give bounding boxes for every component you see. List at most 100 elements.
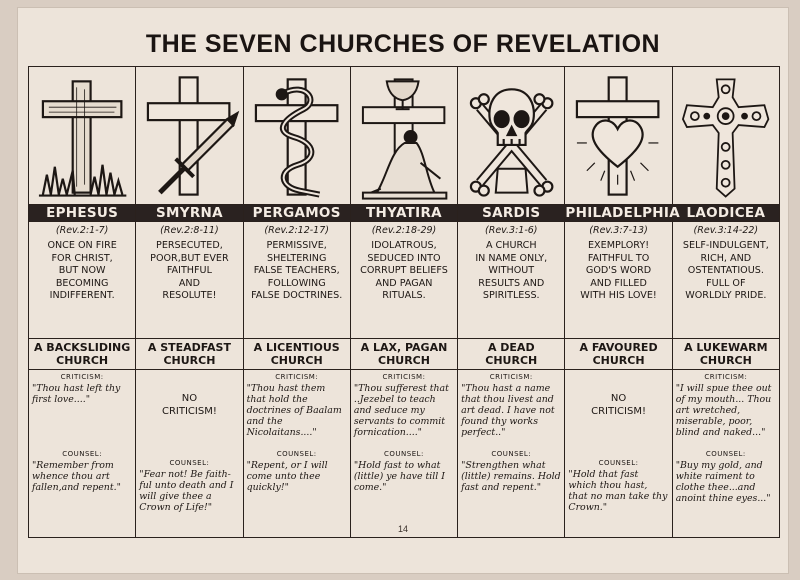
desc-line: AND FILLED: [590, 277, 647, 289]
criticism-heading: CRITICISM:: [489, 373, 533, 381]
counsel-text: "Buy my gold, and white raiment to cloth…: [675, 460, 771, 504]
criticism-counsel-row: CRITICISM: "Thou hast left thy first lov…: [27, 369, 781, 538]
cross-with-chalice-and-woman-icon: [361, 78, 448, 200]
desc-cell: (Rev.3:1-6) A CHURCH IN NAME ONLY, WITHO…: [457, 221, 566, 339]
skull-and-crossbones-icon: [469, 88, 554, 197]
desc-line: SEDUCED INTO: [367, 252, 441, 264]
scripture-ref: (Rev.2:18-29): [371, 225, 437, 236]
desc-cell: (Rev.3:14-22) SELF-INDULGENT, RICH, AND …: [671, 221, 781, 339]
desc-line: AND: [178, 277, 200, 289]
scripture-ref: (Rev.2:12-17): [264, 225, 329, 236]
desc-line: PERMISSIVE,: [266, 240, 327, 251]
criticism-counsel-cell: CRITICISM: "Thou hast left thy first lov…: [27, 369, 137, 538]
desc-line: BUT NOW: [58, 265, 106, 276]
description-row: (Rev.2:1-7) ONCE ON FIRE FOR CHRIST, BUT…: [27, 221, 781, 339]
desc-line: FALSE TEACHERS,: [253, 265, 340, 276]
label-line: A STEADFAST: [147, 341, 231, 354]
church-name-smyrna: SMYRNA: [135, 204, 244, 222]
criticism-counsel-cell: CRITICISM: "Thou sufferest that ..Jezebe…: [349, 369, 459, 538]
desc-line: ONCE ON FIRE: [47, 240, 117, 251]
label-line: CHURCH: [592, 354, 645, 367]
no-criticism-line: NO: [181, 393, 198, 404]
desc-line: OSTENTATIOUS.: [687, 265, 764, 276]
scripture-ref: (Rev.2:8-11): [160, 225, 219, 236]
desc-cell: (Rev.3:7-13) EXEMPLORY! FAITHFUL TO GOD'…: [564, 221, 673, 339]
no-criticism-line: CRITICISM!: [591, 406, 646, 417]
desc-line: FULL OF: [706, 277, 746, 289]
desc-line: INDIFFERENT.: [49, 290, 115, 301]
counsel-text: "Strengthen what (little) remains. Hold …: [461, 460, 561, 493]
church-name-sardis: SARDIS: [457, 204, 566, 222]
desc-line: FOLLOWING: [267, 277, 326, 289]
criticism-heading: CRITICISM:: [60, 373, 104, 381]
criticism-heading: CRITICISM:: [382, 373, 426, 381]
page-title: THE SEVEN CHURCHES OF REVELATION: [145, 30, 661, 58]
desc-line: GOD'S WORD: [585, 265, 652, 276]
cross-with-heart-icon: [576, 76, 660, 196]
desc-line: FAITHFUL: [166, 265, 212, 276]
desc-line: WITHOUT: [488, 265, 535, 276]
desc-line: RESULTS AND: [478, 277, 545, 289]
counsel-heading: COUNSEL:: [705, 450, 746, 458]
no-criticism: NO CRITICISM!: [568, 372, 668, 458]
criticism-text: "Thou sufferest that ..Jezebel to teach …: [353, 383, 449, 438]
criticism-text: "Thou hast a name that thou livest and a…: [461, 383, 555, 438]
scripture-ref: (Rev.3:14-22): [693, 225, 759, 236]
desc-line: CORRUPT BELIEFS: [360, 265, 448, 276]
counsel-text: "Remember from whence thou art fallen,an…: [32, 460, 121, 493]
scripture-ref: (Rev.3:1-6): [485, 225, 538, 236]
counsel-heading: COUNSEL:: [276, 450, 317, 458]
scripture-ref: (Rev.3:7-13): [589, 225, 648, 236]
no-criticism-line: NO: [610, 393, 627, 404]
criticism-heading: CRITICISM:: [275, 373, 319, 381]
counsel-text: "Fear not! Be faith-ful unto death and I…: [139, 469, 234, 513]
criticism-heading: CRITICISM:: [704, 373, 748, 381]
icon-cell-sardis: [457, 66, 566, 205]
desc-cell: (Rev.2:12-17) PERMISSIVE, SHELTERING FAL…: [242, 221, 351, 339]
desc-line: FAITHFUL TO: [587, 252, 650, 264]
desc-line: SHELTERING: [266, 252, 327, 264]
label-line: CHURCH: [378, 354, 430, 367]
desc-line: BECOMING: [55, 277, 109, 289]
desc-line: IDOLATROUS,: [371, 240, 437, 251]
no-criticism: NO CRITICISM!: [139, 372, 239, 458]
church-name-laodicea: LAODICEA: [671, 204, 781, 222]
label-line: CHURCH: [56, 354, 109, 367]
desc-line: POOR,BUT EVER: [150, 252, 229, 264]
label-line: A LUKEWARM: [684, 341, 768, 354]
desc-cell: (Rev.2:8-11) PERSECUTED, POOR,BUT EVER F…: [135, 221, 244, 339]
icon-cell-philadelphia: [564, 66, 673, 205]
desc-line: FOR CHRIST,: [51, 252, 113, 264]
counsel-heading: COUNSEL:: [169, 459, 210, 467]
label-line: CHURCH: [485, 354, 538, 367]
cross-with-serpent-icon: [254, 78, 339, 198]
desc-line: WITH HIS LOVE!: [580, 290, 657, 301]
no-criticism-line: CRITICISM!: [161, 406, 217, 417]
churches-table: EPHESUS SMYRNA PERGAMOS THYATIRA SARDIS …: [27, 66, 781, 538]
desc-line: RICH, AND: [700, 252, 752, 264]
desc-line: SPIRITLESS.: [482, 290, 540, 301]
icon-cell-thyatira: [349, 66, 459, 205]
church-name-pergamos: PERGAMOS: [242, 204, 351, 222]
icon-cell-smyrna: [135, 66, 244, 205]
criticism-counsel-cell: CRITICISM: "I will spue thee out of my m…: [671, 369, 781, 538]
counsel-text: "Repent, or I will come unto thee quickl…: [246, 460, 328, 493]
label-line: A FAVOURED: [579, 341, 658, 354]
desc-cell: (Rev.2:18-29) IDOLATROUS, SEDUCED INTO C…: [349, 221, 459, 339]
icon-cell-laodicea: [671, 66, 781, 205]
label-line: CHURCH: [699, 354, 752, 367]
criticism-text: "Thou hast left thy first love....": [32, 383, 121, 405]
cross-with-sword-icon: [147, 76, 240, 196]
criticism-text: "Thou hast them that hold the doctrines …: [246, 383, 342, 438]
criticism-text: "I will spue thee out of my mouth... Tho…: [675, 383, 772, 438]
criticism-counsel-cell: NO CRITICISM! COUNSEL: "Fear not! Be fait…: [135, 369, 244, 538]
jeweled-cross-icon: [681, 78, 770, 198]
cross-in-grass-icon: [38, 80, 127, 197]
